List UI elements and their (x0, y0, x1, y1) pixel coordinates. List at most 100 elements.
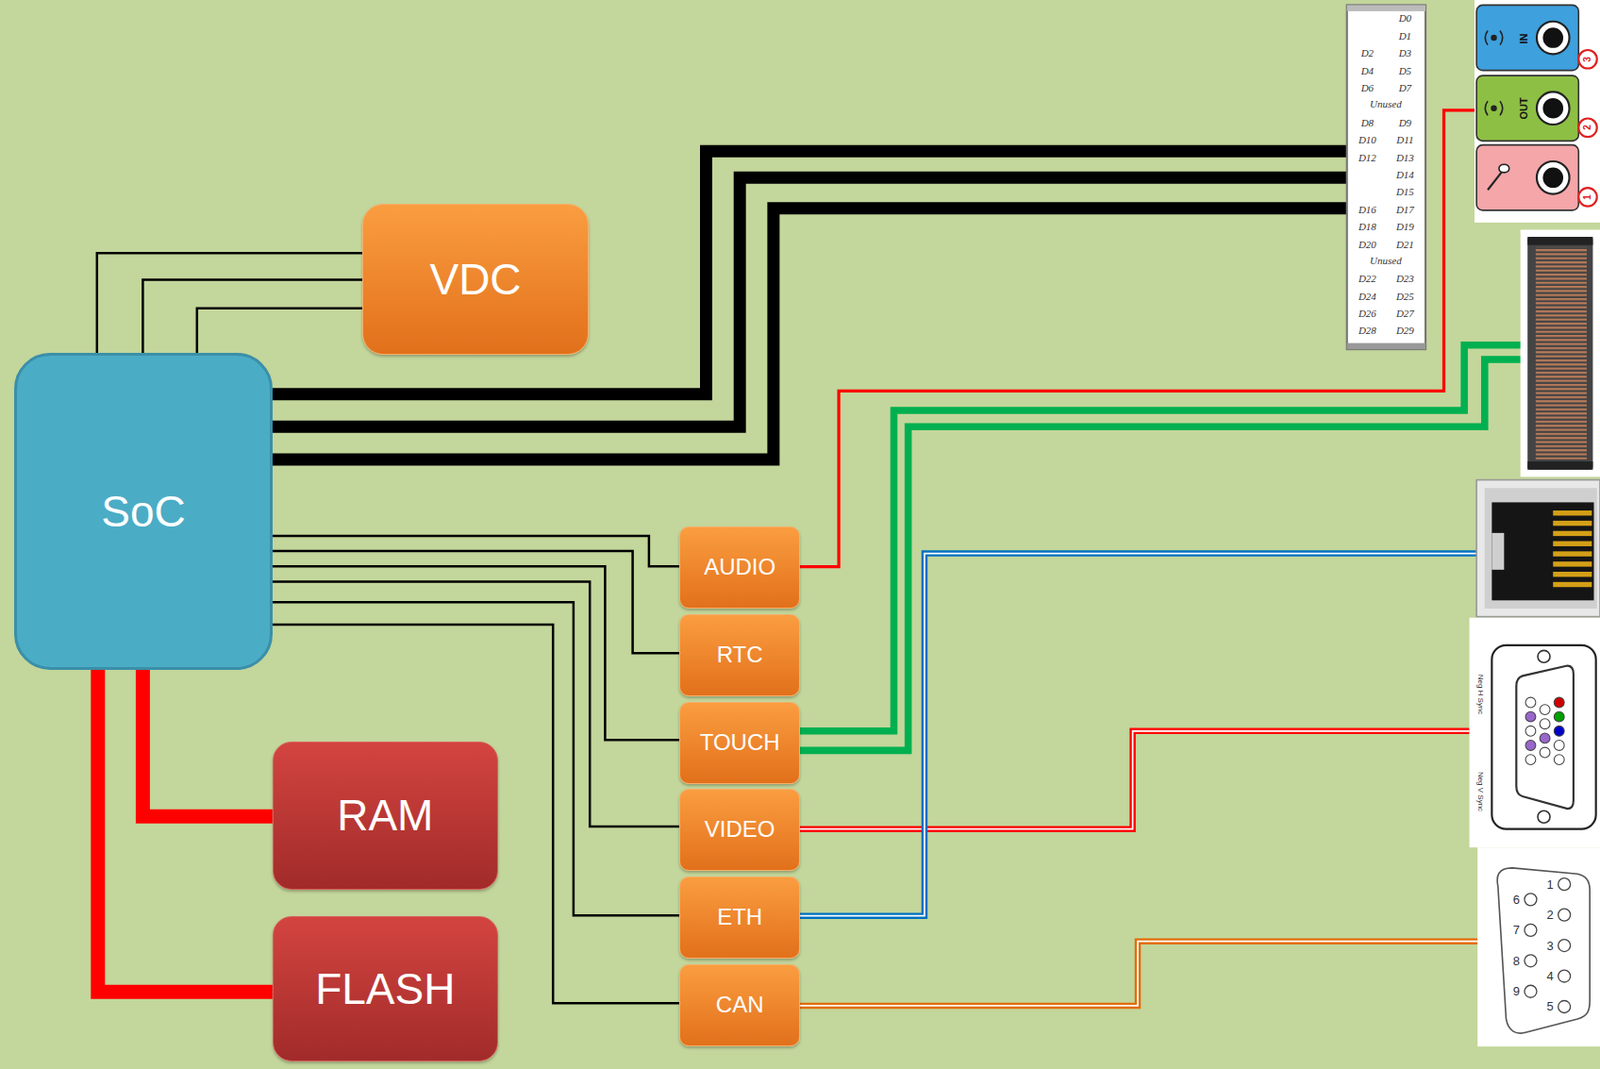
signal-line (272, 566, 681, 740)
bus-wire (272, 177, 1348, 427)
can-wire (800, 941, 1478, 1006)
peripheral-block: VIDEO (679, 788, 800, 871)
db9-pin (1524, 893, 1537, 906)
pin-name: D18 (1358, 221, 1377, 233)
jack-core (1542, 166, 1564, 188)
vga-outline (1491, 645, 1596, 830)
pin-name: D26 (1358, 308, 1377, 319)
jack-core (1542, 27, 1564, 49)
pin-name: D27 (1396, 308, 1415, 319)
pin-name: D16 (1358, 203, 1377, 215)
ribbon-body (1527, 236, 1593, 470)
block-label: SoC (100, 487, 185, 536)
db9-pin (1558, 939, 1571, 952)
pin-name: D11 (1396, 134, 1414, 146)
peripheral-block: TOUCH (679, 701, 800, 784)
pin-name: D2 (1361, 48, 1374, 59)
pin-number: 5 (1546, 1000, 1553, 1013)
rj45-frame (1476, 480, 1600, 617)
vga-screw (1537, 650, 1550, 663)
memory-bus (142, 669, 272, 817)
block-label: RAM (336, 791, 434, 840)
signal-line (142, 279, 363, 353)
pin-name: D23 (1396, 273, 1415, 284)
controller-block: VDC (362, 203, 589, 355)
callout-circle (1578, 50, 1597, 68)
db9-pin (1558, 1000, 1571, 1013)
pin-name: D12 (1358, 151, 1377, 163)
jack-label: OUT (1517, 97, 1529, 119)
mic-icon (1499, 164, 1510, 173)
pin-name: D28 (1358, 325, 1377, 336)
bus-wire (272, 150, 1348, 395)
pin-name: D4 (1361, 65, 1374, 76)
pin-name: D8 (1361, 116, 1374, 128)
rj45-pin (1552, 531, 1592, 536)
pin-number: 2 (1546, 908, 1553, 921)
block-label: RTC (716, 642, 764, 667)
peripheral-block: RTC (679, 614, 800, 697)
pin-number: 7 (1513, 923, 1520, 936)
rj45-opening (1491, 501, 1594, 600)
pin-name: D3 (1399, 48, 1412, 59)
block-label: CAN (716, 992, 765, 1017)
jack-out (1476, 75, 1579, 141)
pin-name: D5 (1399, 65, 1412, 76)
pin-name: D19 (1396, 221, 1415, 233)
jack-in (1476, 4, 1579, 70)
rj45-pin (1552, 571, 1592, 577)
port-strip (1347, 4, 1426, 350)
jack-hole (1536, 91, 1570, 125)
pin-name: D9 (1399, 116, 1412, 128)
mic-icon (1487, 171, 1502, 190)
jack-label: IN (1517, 33, 1529, 45)
pin-name: Unused (1369, 99, 1402, 110)
block-label: AUDIO (703, 554, 776, 580)
can-wire-core (800, 941, 1478, 1006)
video-wire-core (800, 731, 1470, 830)
rj45-pin (1552, 550, 1592, 556)
pin-name: D29 (1396, 325, 1415, 336)
vga-pin (1553, 754, 1565, 766)
jack-hole (1536, 161, 1570, 195)
peripheral-block: AUDIO (679, 526, 800, 609)
callout-number: 1 (1583, 194, 1593, 200)
memory-block: RAM (272, 741, 499, 890)
db9-pins (1524, 878, 1571, 1014)
pin-name: D6 (1361, 83, 1374, 94)
audio-jacks (1474, 0, 1600, 223)
db9-frame (1477, 847, 1600, 1047)
pin-number: 8 (1513, 953, 1520, 967)
block-label: TOUCH (700, 730, 781, 755)
peripheral-block: CAN (679, 964, 800, 1047)
pin-number: 9 (1513, 984, 1520, 998)
signal-line (272, 601, 681, 916)
pin-name: D15 (1396, 186, 1415, 198)
video-wire (800, 731, 1470, 830)
vga-screw (1537, 810, 1550, 823)
signal-line (97, 252, 363, 353)
ribbon-pins (1535, 247, 1587, 460)
pin-name: D7 (1399, 83, 1412, 94)
ribbon-cap (1527, 236, 1593, 246)
vga-pin (1539, 733, 1550, 744)
vga-pin (1539, 747, 1550, 758)
callout-circle (1578, 187, 1597, 206)
vga-pin (1553, 711, 1565, 722)
pin-name: D25 (1396, 290, 1415, 301)
vga-pin (1525, 725, 1536, 736)
jack-panel (1474, 0, 1600, 223)
eth-wire (800, 553, 1480, 917)
vga-pin (1553, 697, 1565, 708)
pin-name: D21 (1396, 238, 1415, 250)
block-label: ETH (716, 904, 763, 930)
jack-hole (1536, 21, 1570, 55)
pin-name: D10 (1358, 134, 1377, 146)
rj45-pin (1552, 541, 1592, 547)
pin-name: D24 (1358, 290, 1377, 301)
block-label: VDC (429, 255, 521, 304)
signal-name: Neg H Sync (1476, 673, 1484, 715)
rj45-pin (1552, 510, 1592, 516)
vga-frame (1469, 617, 1600, 848)
